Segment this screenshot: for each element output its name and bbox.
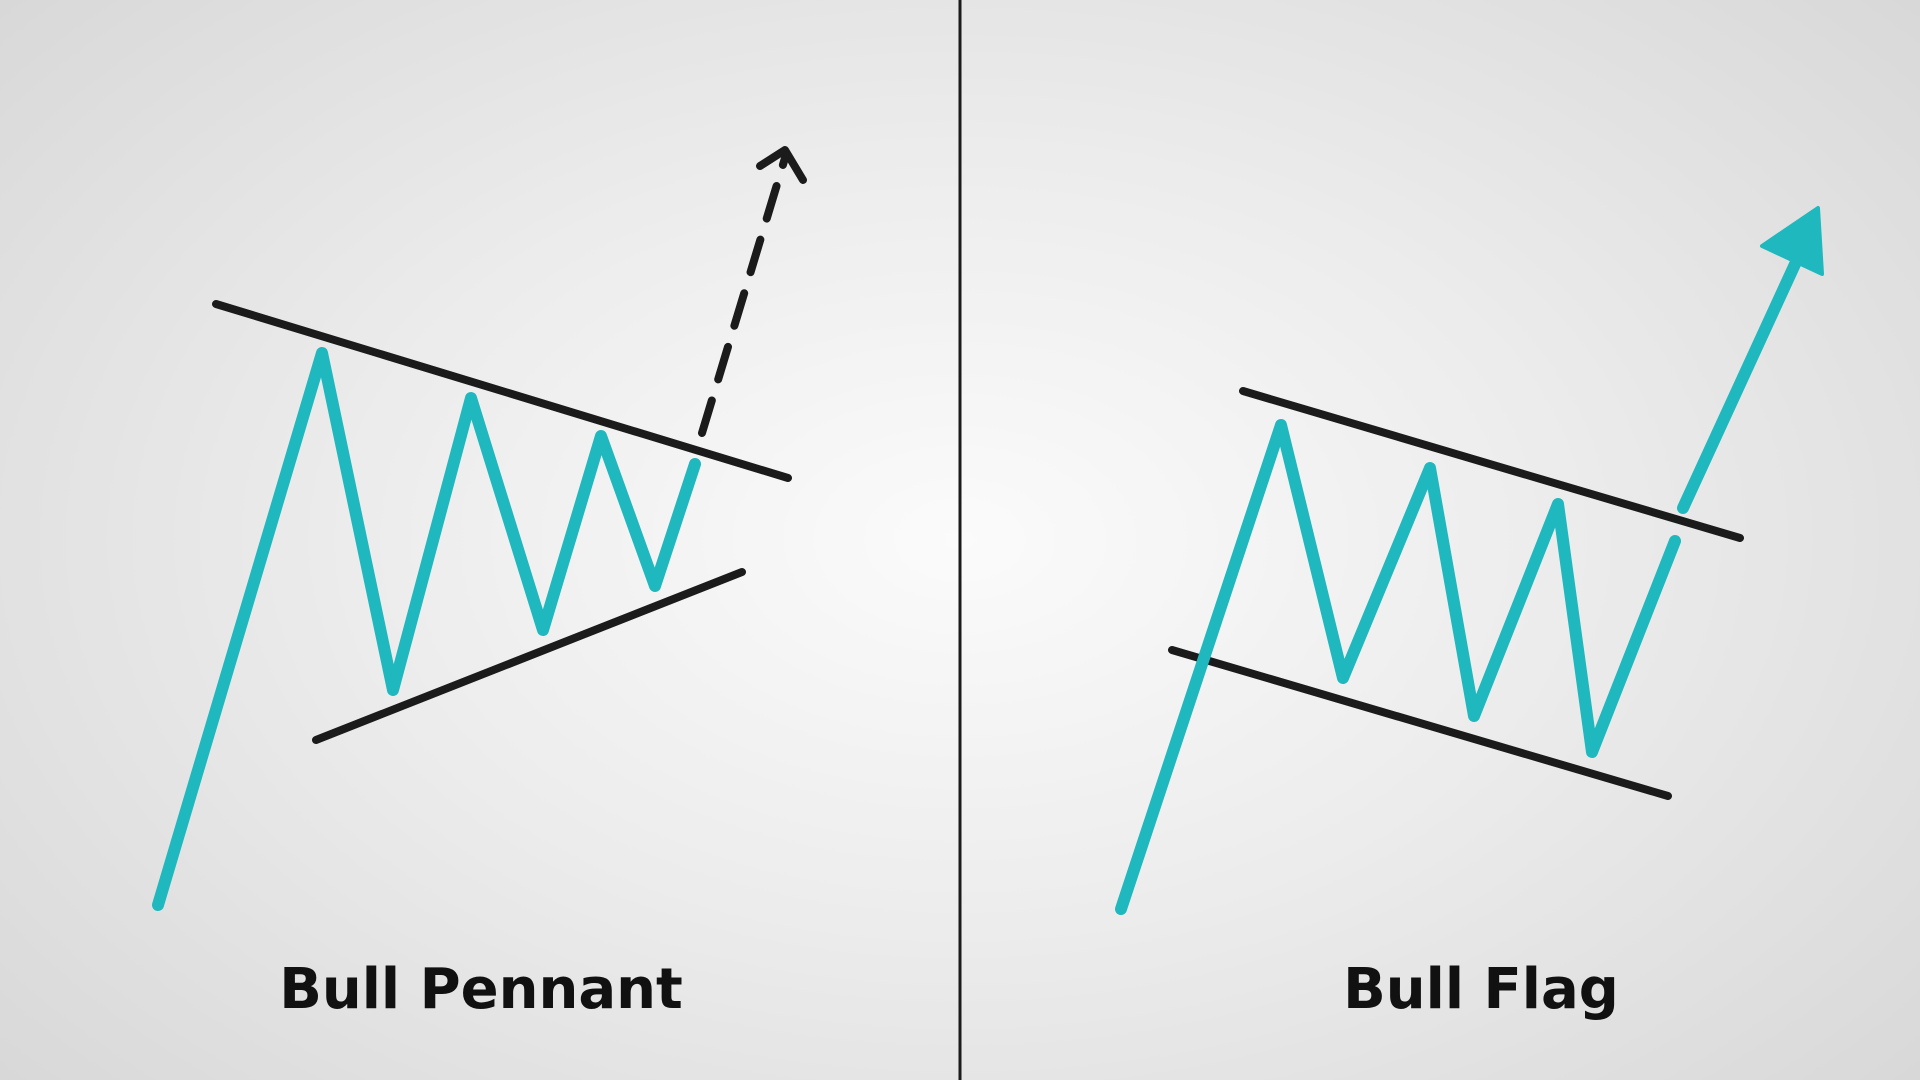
bull-pennant-panel <box>152 146 807 911</box>
flag-upper-trendline <box>1239 387 1744 542</box>
pennant-arrow-head-icon <box>756 146 807 184</box>
pennant-price-line <box>152 347 701 911</box>
flag-breakout-arrow-shaft <box>1677 256 1802 514</box>
pennant-breakout-dashed-arrow <box>698 154 789 437</box>
bull-pennant-title: Bull Pennant <box>279 957 683 1022</box>
pennant-upper-trendline <box>212 300 792 482</box>
flag-lower-trendline <box>1168 646 1672 800</box>
flag-price-line <box>1115 419 1681 915</box>
bull-flag-title: Bull Flag <box>1343 957 1619 1022</box>
bull-flag-panel <box>1115 206 1824 915</box>
flag-arrow-head-icon <box>1760 206 1824 276</box>
pennant-lower-trendline <box>312 568 746 744</box>
